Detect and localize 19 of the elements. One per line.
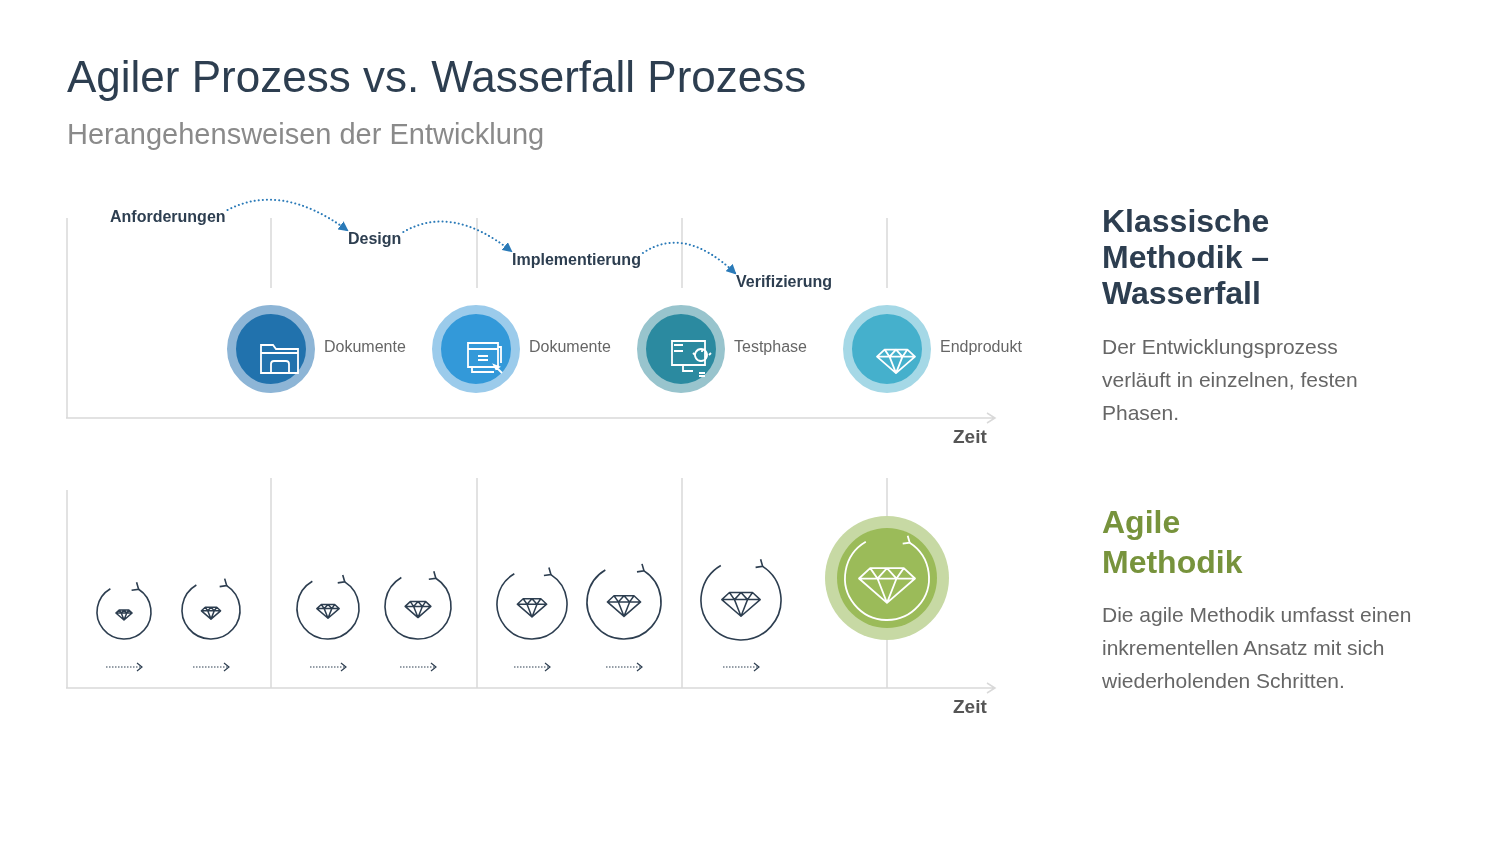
dotted-arrow [402,220,513,253]
title: Agiler Prozess vs. Wasserfall Prozess [67,52,807,102]
axis-label: Zeit [953,426,987,448]
dotted-arrow [226,198,349,232]
phase-label: Verifizierung [736,273,833,291]
description-text: Der Entwicklungsprozess verläuft in einzelnen, festen Phasen. [1102,334,1359,426]
phase-label: Implementierung [512,251,641,269]
section-heading: Agile Methodik [1102,503,1244,582]
phase-label: Design [348,230,402,248]
dotted-arrow [641,241,737,275]
section-heading: Klassische Methodik – Wasserfall [1102,203,1271,311]
phase-output-text: Dokumente [529,338,611,356]
phase-output-text: Dokumente [324,338,406,356]
phase-output-text: Endprodukt [940,338,1022,356]
subtitle: Herangehensweisen der Entwicklung [67,118,545,151]
phase-label: Anforderungen [110,208,226,226]
description-text: Die agile Methodik umfasst einen inkrementellen Ansatz mit sich wiederholenden Schritten. [1102,602,1413,694]
axis-label: Zeit [953,696,987,718]
phase-output-text: Testphase [734,338,807,356]
